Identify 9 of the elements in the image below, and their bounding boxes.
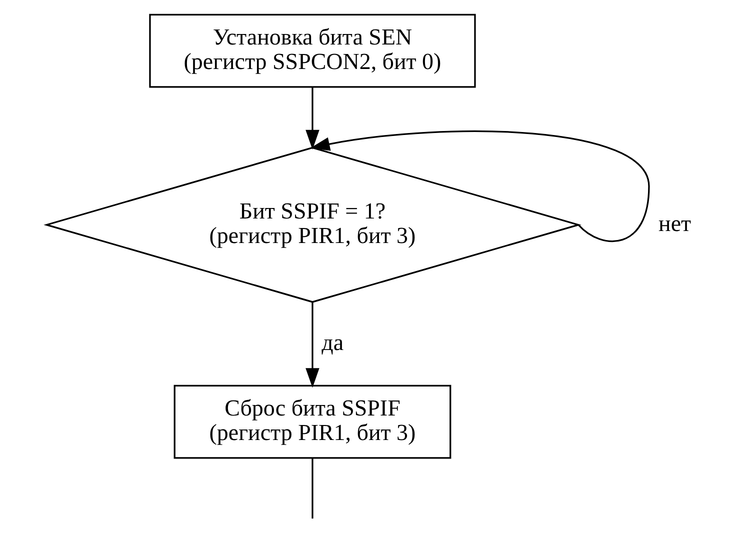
node-box: Установка бита SEN (регистр SSPCON2, бит 0) <box>148 14 476 88</box>
node-diamond: Бит SSPIF = 1? (регистр PIR1, бит 3) <box>43 146 581 303</box>
arrow <box>310 130 650 242</box>
arrow <box>305 302 319 388</box>
edge-label: нет <box>658 210 691 236</box>
arrow <box>305 87 319 150</box>
edge-label: да <box>321 330 344 355</box>
node-box: Сброс бита SSPIF (регистр PIR1, бит 3) <box>173 384 451 459</box>
connector <box>311 458 313 519</box>
